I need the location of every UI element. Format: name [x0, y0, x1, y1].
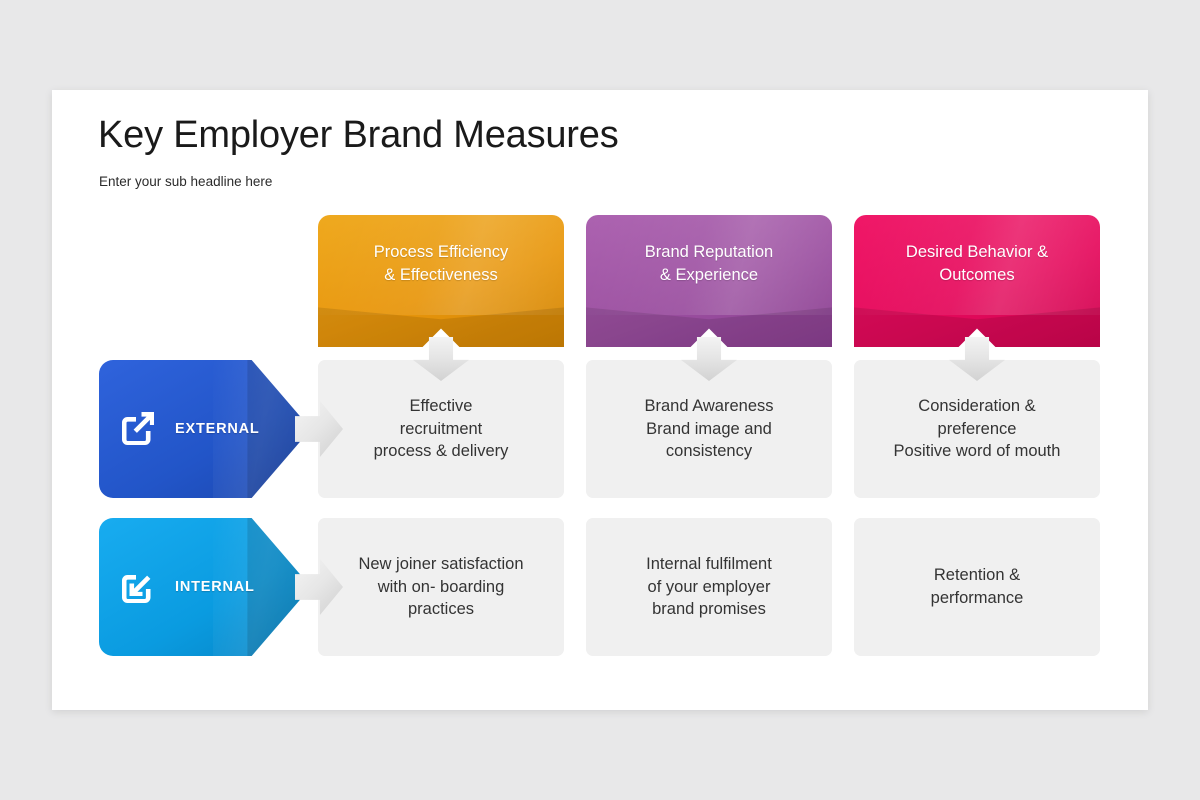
- row-tab-external[interactable]: EXTERNAL: [99, 360, 311, 498]
- cell-internal-brand-reputation[interactable]: Internal fulfilment of your employer bra…: [586, 518, 832, 656]
- row-tab-internal[interactable]: INTERNAL: [99, 518, 311, 656]
- column-header-label: Desired Behavior & Outcomes: [905, 243, 1049, 285]
- row-tab-label: EXTERNAL: [175, 421, 260, 437]
- column-header-desired-behavior[interactable]: Desired Behavior & Outcomes: [854, 215, 1100, 347]
- cell-internal-process-efficiency[interactable]: New joiner satisfaction with on- boardin…: [318, 518, 564, 656]
- cell-text: Retention & performance: [930, 566, 1024, 607]
- cell-text: New joiner satisfaction with on- boardin…: [358, 554, 524, 619]
- cell-external-desired-behavior[interactable]: Consideration & preference Positive word…: [854, 360, 1100, 498]
- page-title: Key Employer Brand Measures: [98, 114, 619, 156]
- cell-text: Consideration & preference Positive word…: [893, 396, 1061, 461]
- cell-external-process-efficiency[interactable]: Effective recruitment process & delivery: [318, 360, 564, 498]
- row-tab-label: INTERNAL: [175, 579, 255, 595]
- column-header-brand-reputation[interactable]: Brand Reputation & Experience: [586, 215, 832, 347]
- column-header-process-efficiency[interactable]: Process Efficiency & Effectiveness: [318, 215, 564, 347]
- cell-internal-desired-behavior[interactable]: Retention & performance: [854, 518, 1100, 656]
- slide-canvas: Key Employer Brand Measures Enter your s…: [52, 90, 1148, 710]
- column-header-label: Process Efficiency & Effectiveness: [373, 243, 509, 285]
- column-header-label: Brand Reputation & Experience: [644, 243, 774, 285]
- page-subtitle: Enter your sub headline here: [99, 174, 273, 189]
- cell-text: Brand Awareness Brand image and consiste…: [644, 396, 774, 461]
- cell-text: Effective recruitment process & delivery: [373, 396, 509, 461]
- internal-link-icon: [115, 564, 161, 610]
- cell-external-brand-reputation[interactable]: Brand Awareness Brand image and consiste…: [586, 360, 832, 498]
- cell-text: Internal fulfilment of your employer bra…: [646, 554, 772, 619]
- external-link-icon: [115, 406, 161, 452]
